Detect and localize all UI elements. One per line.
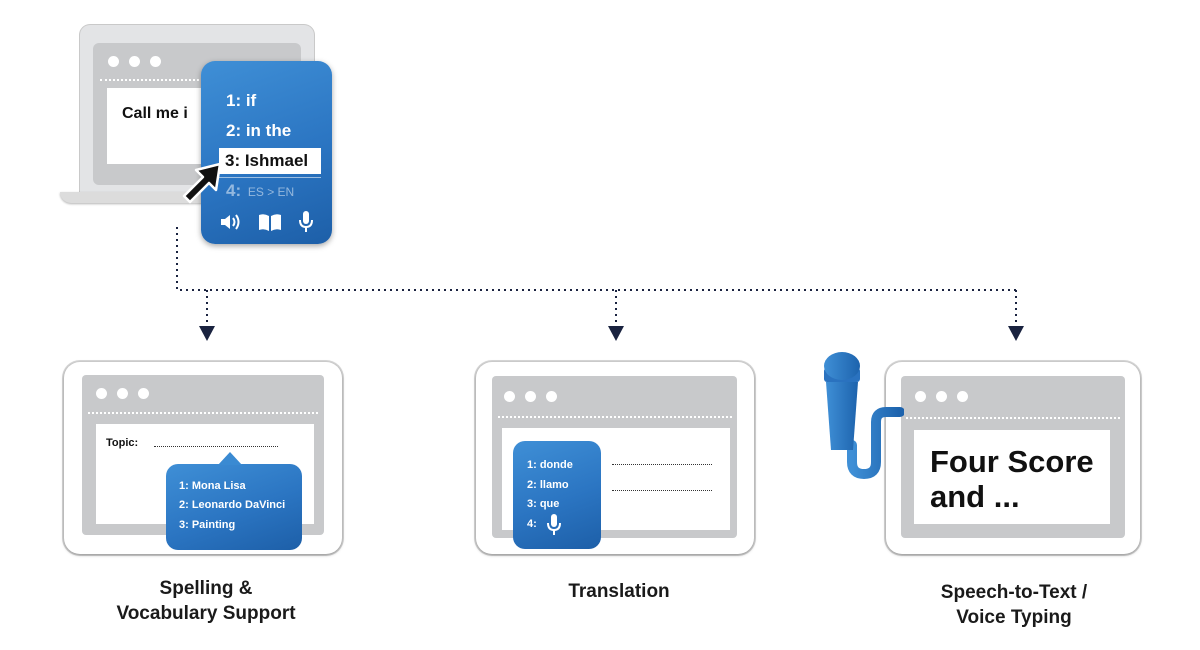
book-icon[interactable] <box>258 212 282 232</box>
translation-caption: Translation <box>568 581 670 602</box>
window-control-dot[interactable] <box>96 388 107 399</box>
spelling-caption: Spelling & Vocabulary Support <box>116 578 296 624</box>
prediction-item[interactable]: 2: in the <box>226 121 292 140</box>
document-text: Call me i <box>122 105 188 122</box>
spelling-suggestions-popup: 1: Mona Lisa 2: Leonardo DaVinci 3: Pain… <box>166 452 302 550</box>
suggestion-item[interactable]: 3: Painting <box>179 519 236 531</box>
window-control-dot[interactable] <box>915 391 926 402</box>
prediction-item[interactable]: 4: ES > EN <box>226 181 295 200</box>
speaker-icon[interactable] <box>219 211 241 233</box>
prediction-item-selected[interactable]: 3: Ishmael <box>219 148 321 174</box>
window-control-dot[interactable] <box>108 56 119 67</box>
handheld-microphone-icon <box>824 352 904 480</box>
window-control-dot[interactable] <box>504 391 515 402</box>
translation-item[interactable]: 4: <box>527 518 537 530</box>
suggestion-item[interactable]: 2: Leonardo DaVinci <box>179 499 286 511</box>
connector-lines <box>176 227 1024 341</box>
suggestion-item[interactable]: 1: Mona Lisa <box>179 480 246 492</box>
cursor-arrow-icon <box>182 162 222 204</box>
arrow-head-icon <box>1008 326 1024 341</box>
microphone-icon[interactable] <box>298 210 314 234</box>
topic-field[interactable] <box>154 446 278 447</box>
window-control-dot[interactable] <box>117 388 128 399</box>
speech-document[interactable]: Four Score and ... <box>914 430 1110 524</box>
dictated-text: Four Score and ... <box>930 444 1094 514</box>
text-line <box>612 464 712 465</box>
speech-caption: Speech-to-Text / Voice Typing <box>940 582 1088 628</box>
window-control-dot[interactable] <box>546 391 557 402</box>
translation-item[interactable]: 3: que <box>527 498 560 510</box>
translation-item[interactable]: 2: llamo <box>527 479 569 491</box>
window-controls <box>108 56 161 67</box>
window-control-dot[interactable] <box>957 391 968 402</box>
window-control-dot[interactable] <box>138 388 149 399</box>
word-prediction-popup: 1: if 2: in the 3: Ishmael 4: ES > EN <box>201 61 332 244</box>
arrow-head-icon <box>608 326 624 341</box>
prediction-item[interactable]: 1: if <box>226 91 257 110</box>
window-control-dot[interactable] <box>129 56 140 67</box>
translation-popup: 1: donde 2: llamo 3: que 4: <box>513 441 601 549</box>
translation-window <box>476 362 754 554</box>
text-line <box>612 490 712 491</box>
window-control-dot[interactable] <box>150 56 161 67</box>
window-control-dot[interactable] <box>525 391 536 402</box>
window-control-dot[interactable] <box>936 391 947 402</box>
speech-window: Four Score and ... <box>886 362 1140 554</box>
microphone-icon[interactable] <box>546 513 562 537</box>
topic-label: Topic: <box>106 437 139 449</box>
arrow-head-icon <box>199 326 215 341</box>
translation-item[interactable]: 1: donde <box>527 459 573 471</box>
